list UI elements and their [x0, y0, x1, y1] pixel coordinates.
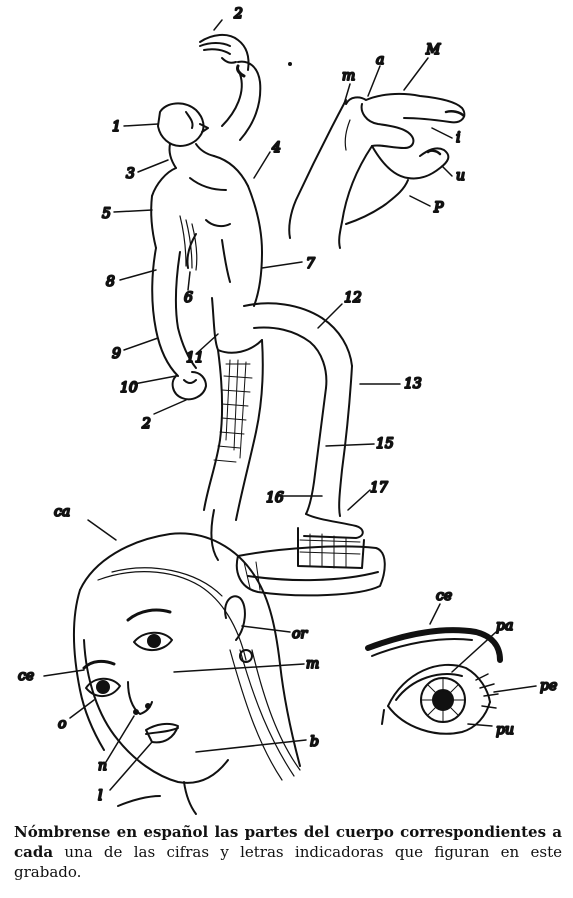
statue-figure — [150, 34, 386, 597]
caption-bold: Nómbrense en español las partes del cuer… — [14, 823, 562, 861]
label-7: 7 — [306, 256, 315, 272]
label-1: 1 — [112, 119, 121, 135]
label-13: 13 — [404, 376, 422, 392]
label-5: 5 — [102, 206, 111, 222]
hand-label-m: m — [342, 68, 355, 84]
eye-label-ce: ce — [436, 588, 452, 604]
label-4: 4 — [271, 140, 281, 156]
face-label-ce: ce — [18, 668, 34, 684]
hand-label-u: u — [456, 168, 465, 184]
engraving-illustration: 2 1 3 4 5 6 7 8 9 10 11 12 13 15 16 17 2… — [17, 5, 558, 815]
label-10: 10 — [120, 380, 138, 396]
hand-label-a: a — [376, 52, 384, 68]
face-label-o: o — [58, 716, 66, 732]
label-15: 15 — [376, 436, 394, 452]
hand-drawing — [288, 92, 466, 249]
label-12: 12 — [344, 290, 362, 306]
hand-label-M: M — [425, 42, 441, 58]
face-label-b: b — [310, 734, 319, 750]
label-17: 17 — [370, 480, 388, 496]
face-label-leaders — [43, 519, 307, 791]
hand-label-i: i — [456, 130, 460, 146]
hand-label-P: P — [433, 200, 444, 216]
caption: Nómbrense en español las partes del cuer… — [14, 822, 562, 882]
eye-label-pu: pu — [496, 722, 514, 738]
label-3: 3 — [126, 166, 135, 182]
face-label-or: or — [292, 626, 308, 642]
label-6: 6 — [184, 290, 193, 306]
eye-drawing — [365, 627, 503, 735]
eye-label-leaders — [429, 603, 537, 727]
eye-label-pa: pa — [496, 618, 513, 634]
caption-rest: una de las cifras y letras indicadoras q… — [14, 843, 562, 881]
label-2-bottom: 2 — [141, 416, 151, 432]
body-labels — [113, 19, 401, 511]
eye-label-pe: pe — [540, 678, 557, 694]
face-label-m: m — [306, 656, 319, 672]
face-drawing — [73, 532, 301, 815]
label-11: 11 — [186, 350, 204, 366]
face-label-l: l — [98, 788, 102, 804]
face-label-n: n — [98, 758, 107, 774]
face-label-ca: ca — [54, 504, 70, 520]
label-16: 16 — [266, 490, 284, 506]
label-9: 9 — [112, 346, 121, 362]
label-8: 8 — [106, 274, 115, 290]
hand-label-leaders — [343, 57, 453, 207]
label-2-top: 2 — [233, 6, 243, 22]
